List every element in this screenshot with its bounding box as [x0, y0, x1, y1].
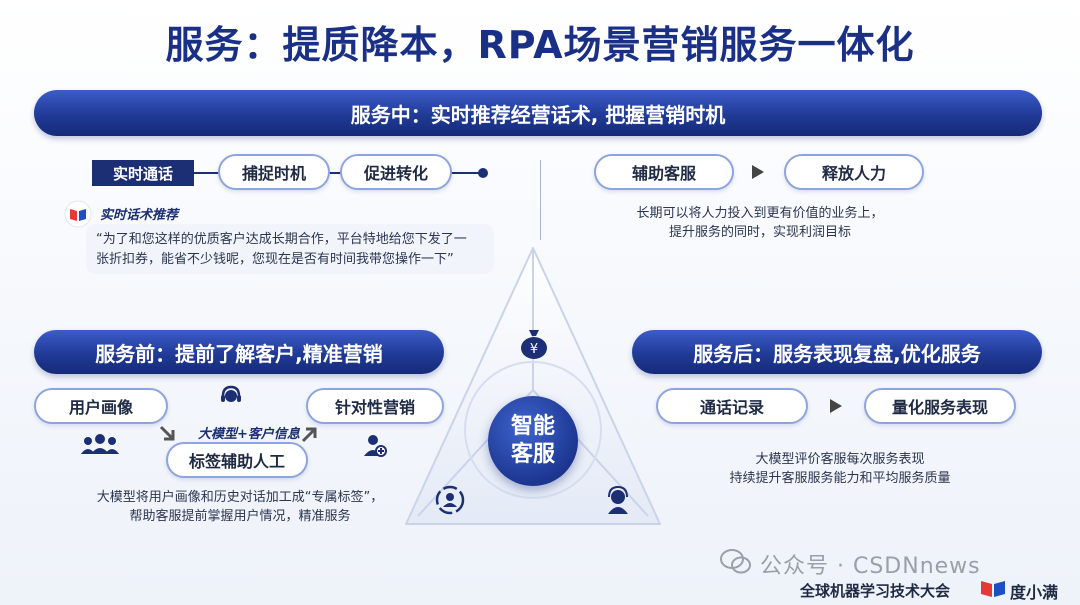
quote-box: “为了和您这样的优质客户达成长期合作，平台特地给您下发了一 张折扣券，能省不少钱… — [86, 224, 494, 274]
user-add-icon — [362, 432, 388, 458]
banner-before-service: 服务前：提前了解客户,精准营销 — [34, 330, 444, 374]
pill-capture-timing: 捕捉时机 — [218, 154, 330, 190]
arrow-right-icon-2 — [830, 399, 842, 413]
during-desc: 长期可以将人力投入到更有价值的业务上， 提升服务的同时，实现利润目标 — [560, 204, 960, 242]
arrow-right-icon — [752, 165, 764, 179]
center-line-2: 客服 — [510, 442, 555, 467]
watermark: 公众号 · CSDNnews — [760, 554, 981, 579]
pill-tag-assist: 标签辅助人工 — [166, 442, 308, 478]
agent-headset-icon — [602, 484, 634, 516]
center-circle: 智能 客服 — [488, 396, 578, 486]
before-desc-line-2: 帮助客服提前掌握用户情况，精准服务 — [129, 509, 351, 524]
footer-brand: 度小满 — [1010, 583, 1059, 602]
footer-event: 全球机器学习技术大会 — [800, 582, 951, 600]
during-desc-line-2: 提升服务的同时，实现利润目标 — [668, 225, 851, 240]
pill-call-records: 通话记录 — [656, 388, 808, 424]
arrow-up-right-icon — [300, 424, 320, 444]
pill-targeted-marketing: 针对性营销 — [306, 388, 444, 424]
quote-line-2: 张折扣券，能省不少钱呢，您现在是否有时间我带您操作一下” — [96, 252, 454, 267]
before-desc-line-1: 大模型将用户画像和历史对话加工成“专属标签”， — [96, 490, 384, 505]
group-users-icon — [80, 432, 120, 456]
after-desc: 大模型评价客服每次服务表现 持续提升客服服务能力和平均服务质量 — [640, 450, 1040, 488]
center-line-1: 智能 — [510, 414, 555, 439]
headset-icon — [218, 384, 244, 410]
pill-release-manpower: 释放人力 — [784, 154, 924, 190]
model-info-label: 大模型+客户信息 — [198, 427, 300, 442]
user-target-icon — [434, 484, 466, 516]
pill-user-portrait: 用户画像 — [34, 388, 168, 424]
svg-text:¥: ¥ — [530, 342, 538, 357]
rec-label: 实时话术推荐 — [100, 208, 179, 223]
arrow-down-right-icon — [158, 424, 178, 444]
tag-realtime-call: 实时通话 — [92, 160, 194, 186]
pill-promote-conversion: 促进转化 — [340, 154, 452, 190]
after-desc-line-2: 持续提升客服服务能力和平均服务质量 — [729, 471, 951, 486]
quote-line-1: “为了和您这样的优质客户达成长期合作，平台特地给您下发了一 — [96, 232, 467, 247]
divider — [540, 160, 541, 240]
page-title: 服务：提质降本，RPA场景营销服务一体化 — [165, 23, 915, 67]
before-desc: 大模型将用户画像和历史对话加工成“专属标签”， 帮助客服提前掌握用户情况，精准服… — [40, 488, 440, 526]
during-desc-line-1: 长期可以将人力投入到更有价值的业务上， — [636, 206, 884, 221]
after-desc-line-1: 大模型评价客服每次服务表现 — [755, 452, 925, 467]
brand-logo-icon — [980, 578, 1006, 598]
pill-quantify-performance: 量化服务表现 — [864, 388, 1016, 424]
money-bag-icon: ¥ — [518, 326, 550, 360]
banner-after-service: 服务后：服务表现复盘,优化服务 — [632, 330, 1042, 374]
pill-assist-service: 辅助客服 — [594, 154, 734, 190]
banner-during-service: 服务中：实时推荐经营话术, 把握营销时机 — [34, 90, 1042, 136]
flow-line — [194, 172, 484, 174]
book-icon — [64, 200, 92, 228]
flow-end-dot — [478, 168, 488, 178]
wechat-icon — [720, 548, 752, 576]
